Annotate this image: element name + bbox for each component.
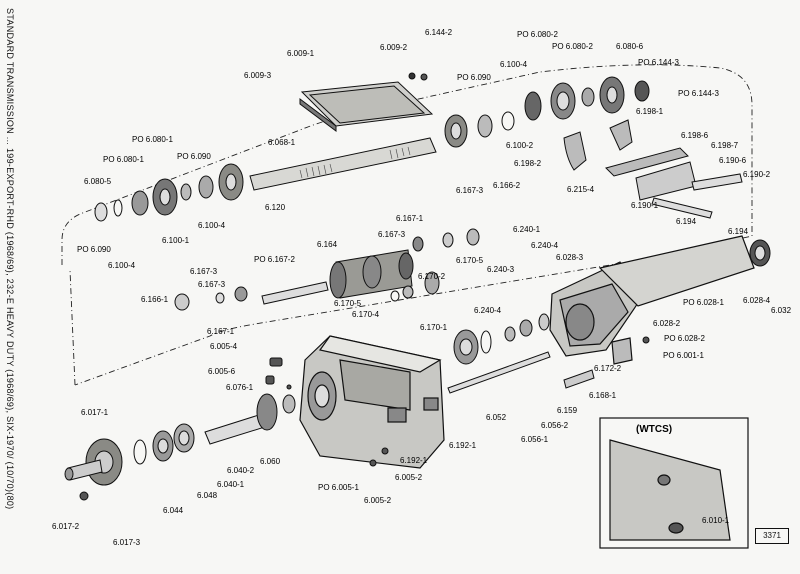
part-label: 6.017-3 xyxy=(113,538,141,547)
part-label: 6.100-2 xyxy=(506,141,534,150)
side-title: STANDARD TRANSMISSION ... 199-EXPORT-RHD… xyxy=(5,8,15,510)
part-label: 6.028-4 xyxy=(743,296,771,305)
gear-parts xyxy=(64,76,771,501)
part-label: PO 6.028-1 xyxy=(683,298,724,307)
part-label: 6.010-1 xyxy=(702,516,730,525)
part-label: PO 6.167-2 xyxy=(254,255,295,264)
part-label: PO 6.028-2 xyxy=(664,334,705,343)
part-label: 6.005-6 xyxy=(208,367,236,376)
part-label: 6.100-4 xyxy=(108,261,136,270)
part-label: 6.194 xyxy=(676,217,697,226)
part-label: 6.192-1 xyxy=(449,441,477,450)
small-parts xyxy=(265,73,650,467)
part-label: 6.100-4 xyxy=(500,60,528,69)
part-label: 6.017-2 xyxy=(52,522,80,531)
part-label: 6.240-3 xyxy=(487,265,515,274)
part-label: 6.144-2 xyxy=(425,28,453,37)
part-label: 6.068-1 xyxy=(268,138,296,147)
part-label: 6.190-6 xyxy=(719,156,747,165)
part-label: 6.198-1 xyxy=(636,107,664,116)
part-label: PO 6.080-1 xyxy=(103,155,144,164)
wtcs-inset xyxy=(599,417,749,549)
part-label: PO 6.090 xyxy=(457,73,491,82)
part-label: PO 6.144-3 xyxy=(678,89,719,98)
part-label: 6.166-1 xyxy=(141,295,169,304)
part-label: 6.170-4 xyxy=(352,310,380,319)
part-label: 6.159 xyxy=(557,406,578,415)
part-label: PO 6.080-2 xyxy=(517,30,558,39)
part-label: 6.056-1 xyxy=(521,435,549,444)
part-label: 6.009-2 xyxy=(380,43,408,52)
part-label: 6.028-3 xyxy=(556,253,584,262)
part-label: 6.076-1 xyxy=(226,383,254,392)
mainshaft xyxy=(249,137,437,191)
part-label: 6.194 xyxy=(728,227,749,236)
part-label: 6.190-2 xyxy=(743,170,771,179)
part-label: 6.240-1 xyxy=(513,225,541,234)
part-label: 6.167-1 xyxy=(396,214,424,223)
part-label: PO 6.005-1 xyxy=(318,483,359,492)
page-number: 3371 xyxy=(755,528,789,544)
part-label: 6.167-3 xyxy=(190,267,218,276)
part-label: 6.167-3 xyxy=(456,186,484,195)
part-label: 6.009-1 xyxy=(287,49,315,58)
part-label: 6.240-4 xyxy=(531,241,559,250)
part-label: 6.167-3 xyxy=(378,230,406,239)
part-label: 6.005-4 xyxy=(210,342,238,351)
part-label: 6.198-7 xyxy=(711,141,739,150)
part-label: 6.172-2 xyxy=(594,364,622,373)
part-label: 6.044 xyxy=(163,506,184,515)
part-label: 6.005-2 xyxy=(395,473,423,482)
part-label: 6.166-2 xyxy=(493,181,521,190)
part-label: 6.240-4 xyxy=(474,306,502,315)
part-label: PO 6.080-1 xyxy=(132,135,173,144)
part-label: 6.167-3 xyxy=(198,280,226,289)
part-label: 6.215-4 xyxy=(567,185,595,194)
part-label: 6.198-6 xyxy=(681,131,709,140)
part-label: 6.164 xyxy=(317,240,338,249)
part-label: 6.028-2 xyxy=(653,319,681,328)
part-label: 6.170-1 xyxy=(420,323,448,332)
shift-forks xyxy=(563,119,743,219)
part-label: 6.167-1 xyxy=(207,327,235,336)
part-label: 6.170-5 xyxy=(334,299,362,308)
part-label: PO 6.090 xyxy=(177,152,211,161)
part-label: 6.168-1 xyxy=(589,391,617,400)
part-label: 6.100-4 xyxy=(198,221,226,230)
part-label: 6.080-5 xyxy=(84,177,112,186)
part-label: 6.190-1 xyxy=(631,201,659,210)
part-label: 6.017-1 xyxy=(81,408,109,417)
part-label: 6.100-1 xyxy=(162,236,190,245)
part-label: 6.198-2 xyxy=(514,159,542,168)
part-label: 6.080-6 xyxy=(616,42,644,51)
part-label: 6.170-2 xyxy=(418,272,446,281)
part-label: 6.170-5 xyxy=(456,256,484,265)
part-label: 6.056-2 xyxy=(541,421,569,430)
wtcs-inset-title: (WTCS) xyxy=(636,424,672,435)
part-label: 6.192-1 xyxy=(400,456,428,465)
part-label: 6.052 xyxy=(486,413,507,422)
part-label: 6.048 xyxy=(197,491,218,500)
part-label: 6.040-1 xyxy=(217,480,245,489)
part-label: 6.005-2 xyxy=(364,496,392,505)
part-label: 6.060 xyxy=(260,457,281,466)
part-label: PO 6.001-1 xyxy=(663,351,704,360)
part-label: 6.009-3 xyxy=(244,71,272,80)
cover-plate xyxy=(299,72,434,132)
part-labels: 6.009-1 6.009-2 6.009-3 6.068-1 6.144-2 6.100… xyxy=(52,28,792,547)
part-label: PO 6.090 xyxy=(77,245,111,254)
assembly-outline xyxy=(61,64,753,386)
part-label: PO 6.144-3 xyxy=(638,58,679,67)
extension-housing xyxy=(549,235,755,365)
part-label: 6.120 xyxy=(265,203,286,212)
transmission-case xyxy=(299,335,445,469)
part-label: 6.040-2 xyxy=(227,466,255,475)
part-label: PO 6.080-2 xyxy=(552,42,593,51)
part-label: 6.032 xyxy=(771,306,792,315)
